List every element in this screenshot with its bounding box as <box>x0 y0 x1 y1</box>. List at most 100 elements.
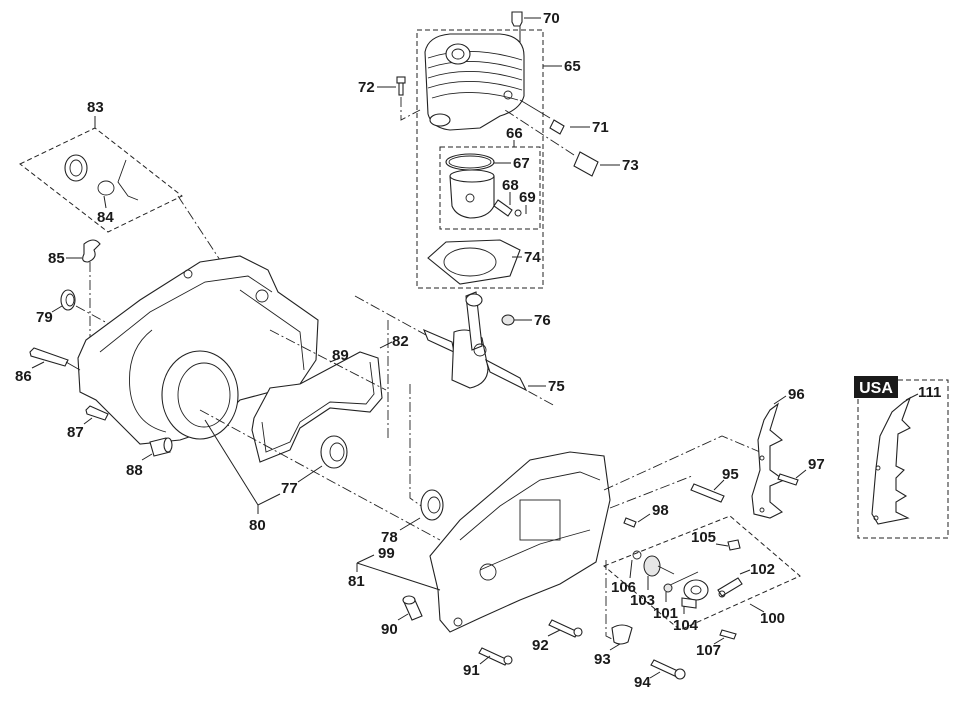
callout-100[interactable]: 100 <box>760 610 785 627</box>
callout-77[interactable]: 77 <box>281 480 298 497</box>
circlip-part[interactable] <box>514 209 522 217</box>
callout-107[interactable]: 107 <box>696 642 721 659</box>
decompression-valve-part[interactable] <box>519 99 565 135</box>
callout-79[interactable]: 79 <box>36 309 53 326</box>
bar-stud-part[interactable] <box>690 483 725 503</box>
ball-bearing-78-part[interactable] <box>420 489 444 521</box>
callout-70[interactable]: 70 <box>543 10 560 27</box>
chain-catcher-part[interactable] <box>611 624 633 645</box>
spring-part[interactable] <box>663 571 699 593</box>
crankcase-left-part[interactable] <box>77 255 319 445</box>
callout-87[interactable]: 87 <box>67 424 84 441</box>
callout-104[interactable]: 104 <box>673 617 699 634</box>
callout-75[interactable]: 75 <box>548 378 565 395</box>
callout-73[interactable]: 73 <box>622 157 639 174</box>
callout-92[interactable]: 92 <box>532 637 549 654</box>
pin-98-part[interactable] <box>623 517 637 528</box>
callout-78[interactable]: 78 <box>381 529 398 546</box>
callout-84[interactable]: 84 <box>97 209 114 226</box>
clip-part[interactable] <box>82 239 101 345</box>
screw-91-part[interactable] <box>478 647 513 666</box>
callout-102[interactable]: 102 <box>750 561 775 578</box>
callout-106[interactable]: 106 <box>611 579 636 596</box>
bumper-part[interactable] <box>149 437 173 457</box>
usa-badge-label: USA <box>859 380 893 397</box>
callout-85[interactable]: 85 <box>48 250 65 267</box>
bumper-spike-part[interactable] <box>751 402 786 519</box>
cylinder-part[interactable] <box>424 33 525 131</box>
bar-stud-axis <box>603 435 761 491</box>
washer-part[interactable] <box>632 550 642 560</box>
callout-67[interactable]: 67 <box>513 155 530 172</box>
oil-cap-part[interactable] <box>64 154 88 182</box>
callout-101[interactable]: 101 <box>653 605 678 622</box>
callout-68[interactable]: 68 <box>502 177 519 194</box>
callout-76[interactable]: 76 <box>534 312 551 329</box>
callout-88[interactable]: 88 <box>126 462 143 479</box>
screw-86-part[interactable] <box>29 347 81 371</box>
callout-65[interactable]: 65 <box>564 58 581 75</box>
chain-catcher-axis <box>605 560 615 641</box>
screw-97-part[interactable] <box>777 473 799 486</box>
cylinder-gasket-part[interactable] <box>427 239 521 285</box>
crankcase-right-part[interactable] <box>429 451 611 633</box>
callout-81[interactable]: 81 <box>348 573 365 590</box>
bearing-78-axis <box>409 384 425 509</box>
oil-cap-assembly-box <box>19 127 183 233</box>
oil-pump-part[interactable] <box>681 579 709 609</box>
callout-91[interactable]: 91 <box>463 662 480 679</box>
callout-95[interactable]: 95 <box>722 466 739 483</box>
callout-93[interactable]: 93 <box>594 651 611 668</box>
worm-gear-part[interactable] <box>643 555 675 577</box>
callout-99[interactable]: 99 <box>378 545 395 562</box>
bumper-spike-usa-part[interactable] <box>871 396 912 525</box>
ball-bearing-77-part[interactable] <box>320 435 348 469</box>
retainer-wire <box>117 159 139 201</box>
cylinder-screw-part[interactable] <box>396 76 421 121</box>
callout-89[interactable]: 89 <box>332 347 349 364</box>
callout-71[interactable]: 71 <box>592 119 609 136</box>
callout-96[interactable]: 96 <box>788 386 805 403</box>
callout-69[interactable]: 69 <box>519 189 536 206</box>
callout-105[interactable]: 105 <box>691 529 716 546</box>
piston-ring-part[interactable] <box>445 153 495 171</box>
cylinder-group <box>396 11 599 289</box>
callout-66[interactable]: 66 <box>506 125 523 142</box>
usa-inset-box <box>857 379 949 539</box>
oil-pump-assembly-box <box>603 515 801 631</box>
pin-axis <box>609 475 693 509</box>
oil-seal-part[interactable] <box>60 289 121 331</box>
callout-72[interactable]: 72 <box>358 79 375 96</box>
callout-82[interactable]: 82 <box>392 333 409 350</box>
piston-part[interactable] <box>449 169 495 219</box>
callout-103[interactable]: 103 <box>630 592 655 609</box>
screw-87-part[interactable] <box>85 405 109 421</box>
callout-83[interactable]: 83 <box>87 99 104 116</box>
callout-98[interactable]: 98 <box>652 502 669 519</box>
callout-94[interactable]: 94 <box>634 674 651 691</box>
callout-86[interactable]: 86 <box>15 368 32 385</box>
crankshaft-part[interactable] <box>422 291 528 392</box>
callout-80[interactable]: 80 <box>249 517 266 534</box>
dowel-pin-89-axis <box>269 329 387 391</box>
usa-inset: USA <box>854 376 949 539</box>
o-ring-part[interactable] <box>97 180 115 196</box>
callout-97[interactable]: 97 <box>808 456 825 473</box>
plate-part[interactable] <box>727 539 741 551</box>
piston-pin-part[interactable] <box>493 199 513 217</box>
crankcase-gasket-part[interactable] <box>251 351 383 463</box>
usa-badge <box>854 376 898 398</box>
screw-92-part[interactable] <box>548 619 583 638</box>
callout-111[interactable]: 111 <box>918 384 941 401</box>
callout-90[interactable]: 90 <box>381 621 398 638</box>
piston-assembly-box <box>439 146 541 230</box>
callout-74[interactable]: 74 <box>524 249 541 266</box>
screw-94-part[interactable] <box>650 659 686 680</box>
needle-bearing-part[interactable] <box>501 314 515 326</box>
spark-plug-part[interactable] <box>504 109 599 177</box>
bushing-part[interactable] <box>402 595 423 621</box>
oil-cap-group <box>19 127 221 261</box>
screw-107-part[interactable] <box>719 629 737 640</box>
oil-pump-lever-part[interactable] <box>717 577 743 598</box>
